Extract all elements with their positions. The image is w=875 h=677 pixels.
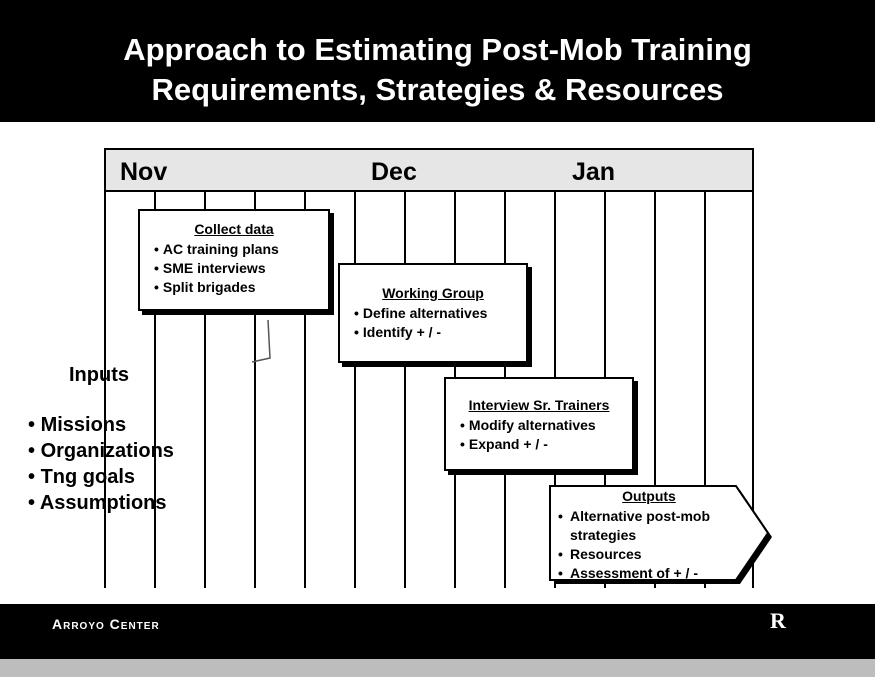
collect-data-item: SME interviews — [154, 259, 322, 278]
week-line — [204, 192, 206, 588]
org-name: Arroyo Center — [52, 616, 160, 632]
interview-trainers-box: Interview Sr. Trainers Modify alternativ… — [444, 377, 634, 471]
scan-noise-strip — [0, 659, 875, 677]
week-line — [254, 192, 256, 588]
inputs-list: • Missions • Organizations • Tng goals •… — [28, 412, 174, 516]
interview-trainers-item: Modify alternatives — [460, 416, 626, 435]
inputs-item: • Tng goals — [28, 466, 136, 488]
outputs-item: Alternative post-mob strategies — [570, 508, 711, 543]
title-line-1: Approach to Estimating Post-Mob Training — [123, 32, 752, 67]
footer-bar — [0, 604, 875, 659]
week-line — [354, 192, 356, 588]
collect-data-item: Split brigades — [154, 278, 322, 297]
week-line — [304, 192, 306, 588]
working-group-box: Working Group Define alternatives Identi… — [338, 263, 528, 363]
working-group-item: Identify + / - — [354, 323, 520, 342]
inputs-item: • Missions — [28, 414, 127, 436]
month-nov: Nov — [120, 158, 168, 186]
collect-data-item: AC training plans — [154, 240, 322, 259]
outputs-item: Assessment of + / - — [570, 565, 698, 581]
inputs-item: • Organizations — [28, 440, 174, 462]
week-line — [752, 192, 754, 588]
title-bar: Approach to Estimating Post-Mob Training… — [0, 0, 875, 122]
month-jan: Jan — [572, 158, 616, 186]
title-line-2: Requirements, Strategies & Resources — [151, 72, 724, 107]
collect-data-box: Collect data AC training plans SME inter… — [138, 209, 330, 311]
week-line — [704, 192, 706, 588]
scribble-mark — [251, 319, 271, 363]
interview-trainers-item: Expand + / - — [460, 435, 626, 454]
week-line — [154, 192, 156, 588]
week-line — [104, 192, 106, 588]
month-dec: Dec — [371, 158, 417, 186]
inputs-item: • Assumptions — [28, 492, 167, 514]
outputs-arrow-shape — [549, 485, 772, 584]
outputs-title: Outputs — [622, 488, 676, 504]
slide-title: Approach to Estimating Post-Mob Training… — [40, 30, 835, 110]
inputs-title: Inputs — [69, 364, 129, 386]
week-line — [404, 192, 406, 588]
working-group-item: Define alternatives — [354, 304, 520, 323]
week-line — [654, 192, 656, 588]
month-bar: Nov Dec Jan — [104, 148, 754, 192]
interview-trainers-title: Interview Sr. Trainers — [468, 397, 610, 413]
rand-logo: R — [770, 608, 786, 633]
collect-data-title: Collect data — [194, 221, 274, 237]
outputs-item: Resources — [570, 546, 642, 562]
working-group-title: Working Group — [382, 285, 484, 301]
outputs-box: Outputs • Alternative post-mob strategie… — [554, 488, 744, 583]
